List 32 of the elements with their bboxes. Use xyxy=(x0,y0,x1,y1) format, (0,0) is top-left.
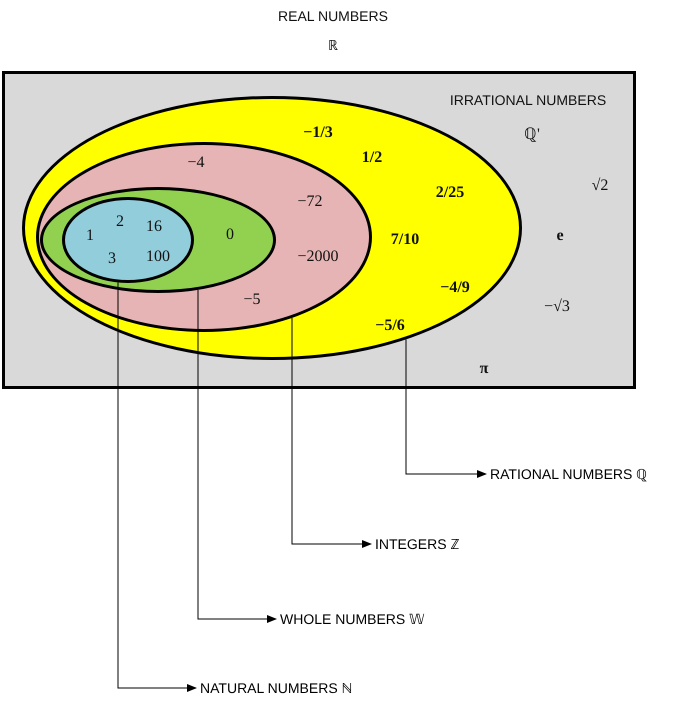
number-label: −2000 xyxy=(297,248,339,266)
fraction-label: 1/2 xyxy=(362,149,382,167)
fraction-label: −1/3 xyxy=(303,124,333,142)
set-name-label: WHOLE NUMBERS 𝕎 xyxy=(280,610,426,628)
number-label: π xyxy=(480,360,488,378)
number-label: −√3 xyxy=(544,298,570,316)
number-label: −5 xyxy=(243,291,261,309)
number-label: 3 xyxy=(108,250,116,268)
number-label: 0 xyxy=(226,226,234,244)
leader-line xyxy=(292,317,372,548)
leader-line xyxy=(118,282,197,692)
number-label: 2 xyxy=(116,213,124,231)
set-name: IRRATIONAL NUMBERS xyxy=(450,92,606,108)
number-label: −72 xyxy=(297,193,323,211)
set-ellipse xyxy=(62,197,194,283)
set-name-label: RATIONAL NUMBERS ℚ xyxy=(490,465,648,483)
set-name-label: NATURAL NUMBERS ℕ xyxy=(200,679,353,697)
fraction-label: −5/6 xyxy=(375,317,405,335)
set-symbol: ℚ' xyxy=(524,125,540,144)
set-title: REAL NUMBERS ℝ xyxy=(277,7,389,55)
number-label: 16 xyxy=(146,218,162,236)
number-label: 1 xyxy=(86,227,94,245)
number-label: √2 xyxy=(592,177,608,195)
set-name-label: INTEGERS ℤ xyxy=(375,535,460,553)
number-label: −4 xyxy=(187,154,205,172)
fraction-label: 7/10 xyxy=(390,231,420,249)
leader-line xyxy=(406,338,487,478)
number-label: e xyxy=(556,227,564,245)
fraction-label: −4/9 xyxy=(440,279,470,297)
number-label: 100 xyxy=(146,248,170,266)
leader-line xyxy=(198,289,277,623)
fraction-label: 2/25 xyxy=(436,184,464,202)
